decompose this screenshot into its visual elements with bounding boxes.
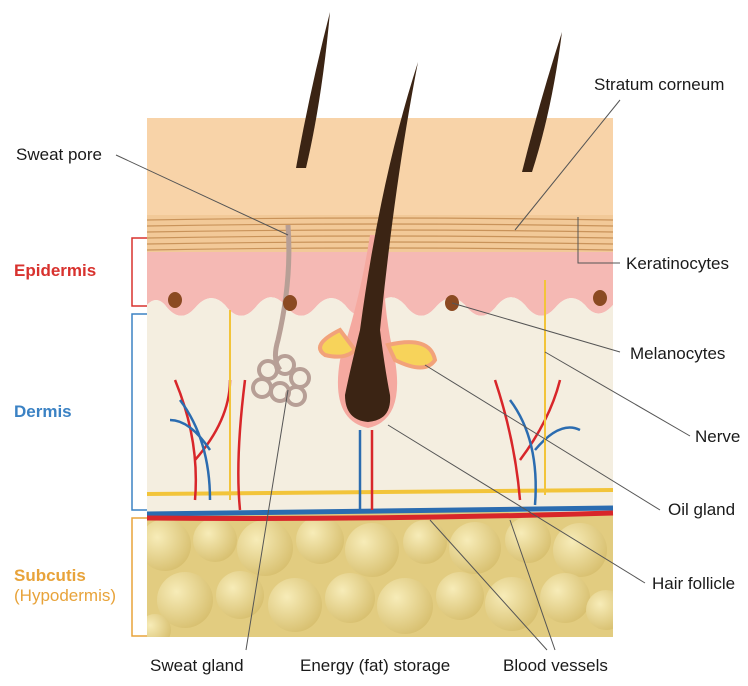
section-hypodermis: (Hypodermis) (14, 586, 116, 606)
label-nerve: Nerve (695, 427, 740, 447)
label-stratum-corneum: Stratum corneum (594, 75, 724, 95)
label-hair-follicle: Hair follicle (652, 574, 735, 594)
label-blood-vessels: Blood vessels (503, 656, 608, 676)
epidermis-bracket (132, 238, 147, 306)
subcutis-bracket (132, 518, 147, 636)
label-sweat-gland: Sweat gland (150, 656, 244, 676)
label-sweat-pore: Sweat pore (16, 145, 102, 165)
section-subcutis: Subcutis (14, 566, 86, 586)
label-melanocytes: Melanocytes (630, 344, 725, 364)
label-keratinocytes: Keratinocytes (626, 254, 729, 274)
section-epidermis: Epidermis (14, 261, 96, 281)
section-dermis: Dermis (14, 402, 72, 422)
label-energy-storage: Energy (fat) storage (300, 656, 450, 676)
label-oil-gland: Oil gland (668, 500, 735, 520)
dermis-bracket (132, 314, 147, 510)
